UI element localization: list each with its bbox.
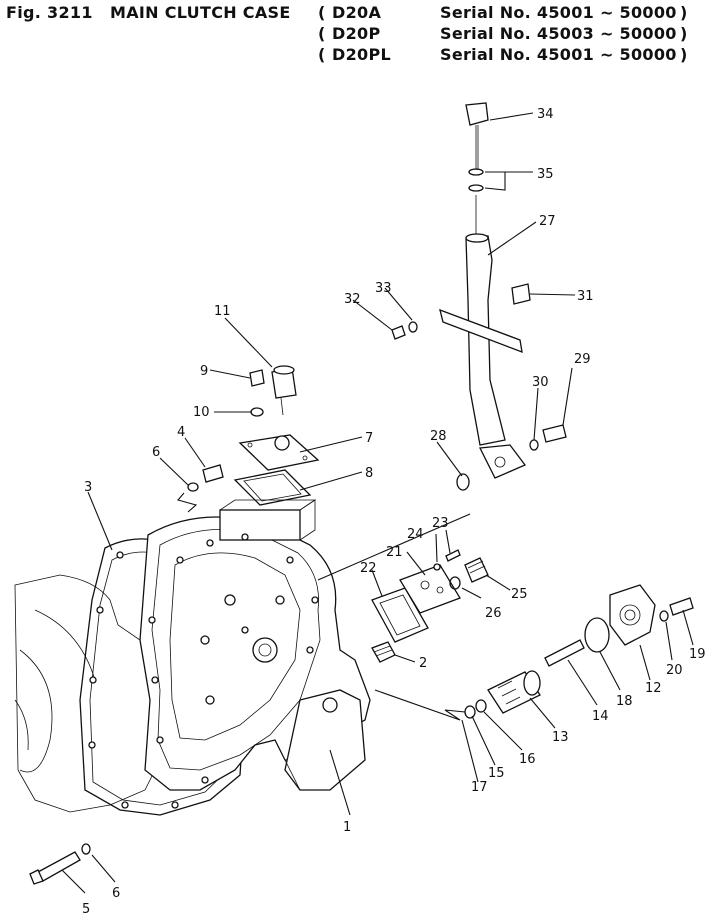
serial-d20pl: Serial No. 45001 ~ 50000 (440, 45, 677, 64)
part-22-gasket (371, 587, 429, 643)
callout-34: 34 (537, 107, 554, 122)
part-6-washer-upper (187, 482, 199, 492)
callout-3: 3 (84, 480, 92, 495)
callout-18: 18 (616, 694, 633, 709)
callout-14: 14 (592, 709, 609, 724)
title-block: Fig. 3211 MAIN CLUTCH CASE ( D20A Serial… (0, 0, 707, 70)
part-35-o-ring-b (468, 184, 484, 192)
engine-housing-outline (14, 574, 161, 813)
model-bracket-mid-right: ) (680, 24, 688, 43)
part-14-stud (544, 639, 585, 667)
callout-30: 30 (532, 375, 549, 390)
model-bracket-bottom-right: ) (680, 45, 688, 64)
part-6-washer-lower (81, 843, 91, 855)
model-bracket-mid: ( (318, 24, 326, 43)
model-d20p: D20P (332, 24, 381, 43)
figure-title: MAIN CLUTCH CASE (110, 3, 291, 22)
part-19-bolt (669, 597, 694, 616)
callout-6-lower: 6 (112, 886, 120, 901)
callout-15: 15 (488, 766, 505, 781)
callout-5: 5 (82, 902, 90, 916)
part-5-bolt (37, 851, 81, 882)
callout-27: 27 (539, 214, 556, 229)
callout-33: 33 (375, 281, 392, 296)
part-2-plug (371, 641, 396, 663)
callout-8: 8 (365, 466, 373, 481)
bolt-washer-lower (29, 843, 91, 885)
part-27-guide-tube (465, 235, 506, 446)
top-cover-group (233, 365, 320, 506)
callout-12: 12 (645, 681, 662, 696)
part-24-washer (433, 563, 441, 571)
guide-bracket (439, 308, 523, 354)
callout-4: 4 (177, 425, 185, 440)
part-31-clip (511, 283, 531, 305)
callout-9: 9 (200, 364, 208, 379)
part-8-gasket (233, 469, 312, 506)
callout-13: 13 (552, 730, 569, 745)
part-9-bolt (249, 369, 265, 387)
part-30-washer (529, 439, 539, 451)
part-15-washer (464, 705, 476, 719)
filter-group (464, 584, 694, 719)
callout-23: 23 (432, 516, 449, 531)
part-33-washer (408, 321, 418, 333)
serial-d20p: Serial No. 45003 ~ 50000 (440, 24, 677, 43)
model-d20pl: D20PL (332, 45, 391, 64)
model-bracket-bottom: ( (318, 45, 326, 64)
callout-1: 1 (343, 820, 351, 835)
part-35-o-ring-a (468, 168, 484, 176)
callout-32: 32 (344, 292, 361, 307)
callout-2: 2 (419, 656, 427, 671)
part-16-washer (475, 699, 487, 713)
callout-29: 29 (574, 352, 591, 367)
callout-17: 17 (471, 780, 488, 795)
part-26-o-ring (449, 576, 461, 590)
callout-35: 35 (537, 167, 554, 182)
part-23-bolt (445, 549, 461, 562)
part-4-bolt (202, 464, 224, 483)
callout-numbers: 1 2 3 4 5 6 6 7 8 9 10 11 12 13 14 15 16… (82, 107, 706, 916)
bolt-washer-upper (187, 464, 224, 492)
dipstick-group (391, 102, 567, 491)
part-21-cover (399, 564, 461, 614)
part-29-bolt (542, 424, 567, 443)
part-32-nut (391, 325, 406, 340)
serial-d20a: Serial No. 45001 ~ 50000 (440, 3, 677, 22)
callout-20: 20 (666, 663, 683, 678)
part-7-cover-plate (238, 434, 320, 471)
callout-19: 19 (689, 647, 706, 662)
model-d20a: D20A (332, 3, 382, 22)
part-1-main-clutch-case (139, 499, 371, 791)
cover-assembly-group (371, 549, 489, 643)
callout-16: 16 (519, 752, 536, 767)
callout-22: 22 (360, 561, 377, 576)
callout-28: 28 (430, 429, 447, 444)
part-34-dipstick-handle (465, 102, 489, 126)
part-10-washer (250, 407, 264, 417)
part-28-o-ring (456, 473, 470, 491)
callout-11: 11 (214, 304, 231, 319)
callout-6-upper: 6 (152, 445, 160, 460)
figure-number: Fig. 3211 (6, 3, 93, 22)
callout-24: 24 (407, 527, 424, 542)
part-18-o-ring (584, 617, 610, 653)
callout-26: 26 (485, 606, 502, 621)
model-bracket-top-right: ) (680, 3, 688, 22)
callout-25: 25 (511, 587, 528, 602)
part-12-filter-cover (609, 584, 656, 646)
callout-31: 31 (577, 289, 594, 304)
part-20-washer (659, 610, 669, 622)
callout-10: 10 (193, 405, 210, 420)
model-bracket-top: ( (318, 3, 326, 22)
callout-21: 21 (386, 545, 403, 560)
callout-7: 7 (365, 431, 373, 446)
leader-lines (61, 112, 694, 894)
